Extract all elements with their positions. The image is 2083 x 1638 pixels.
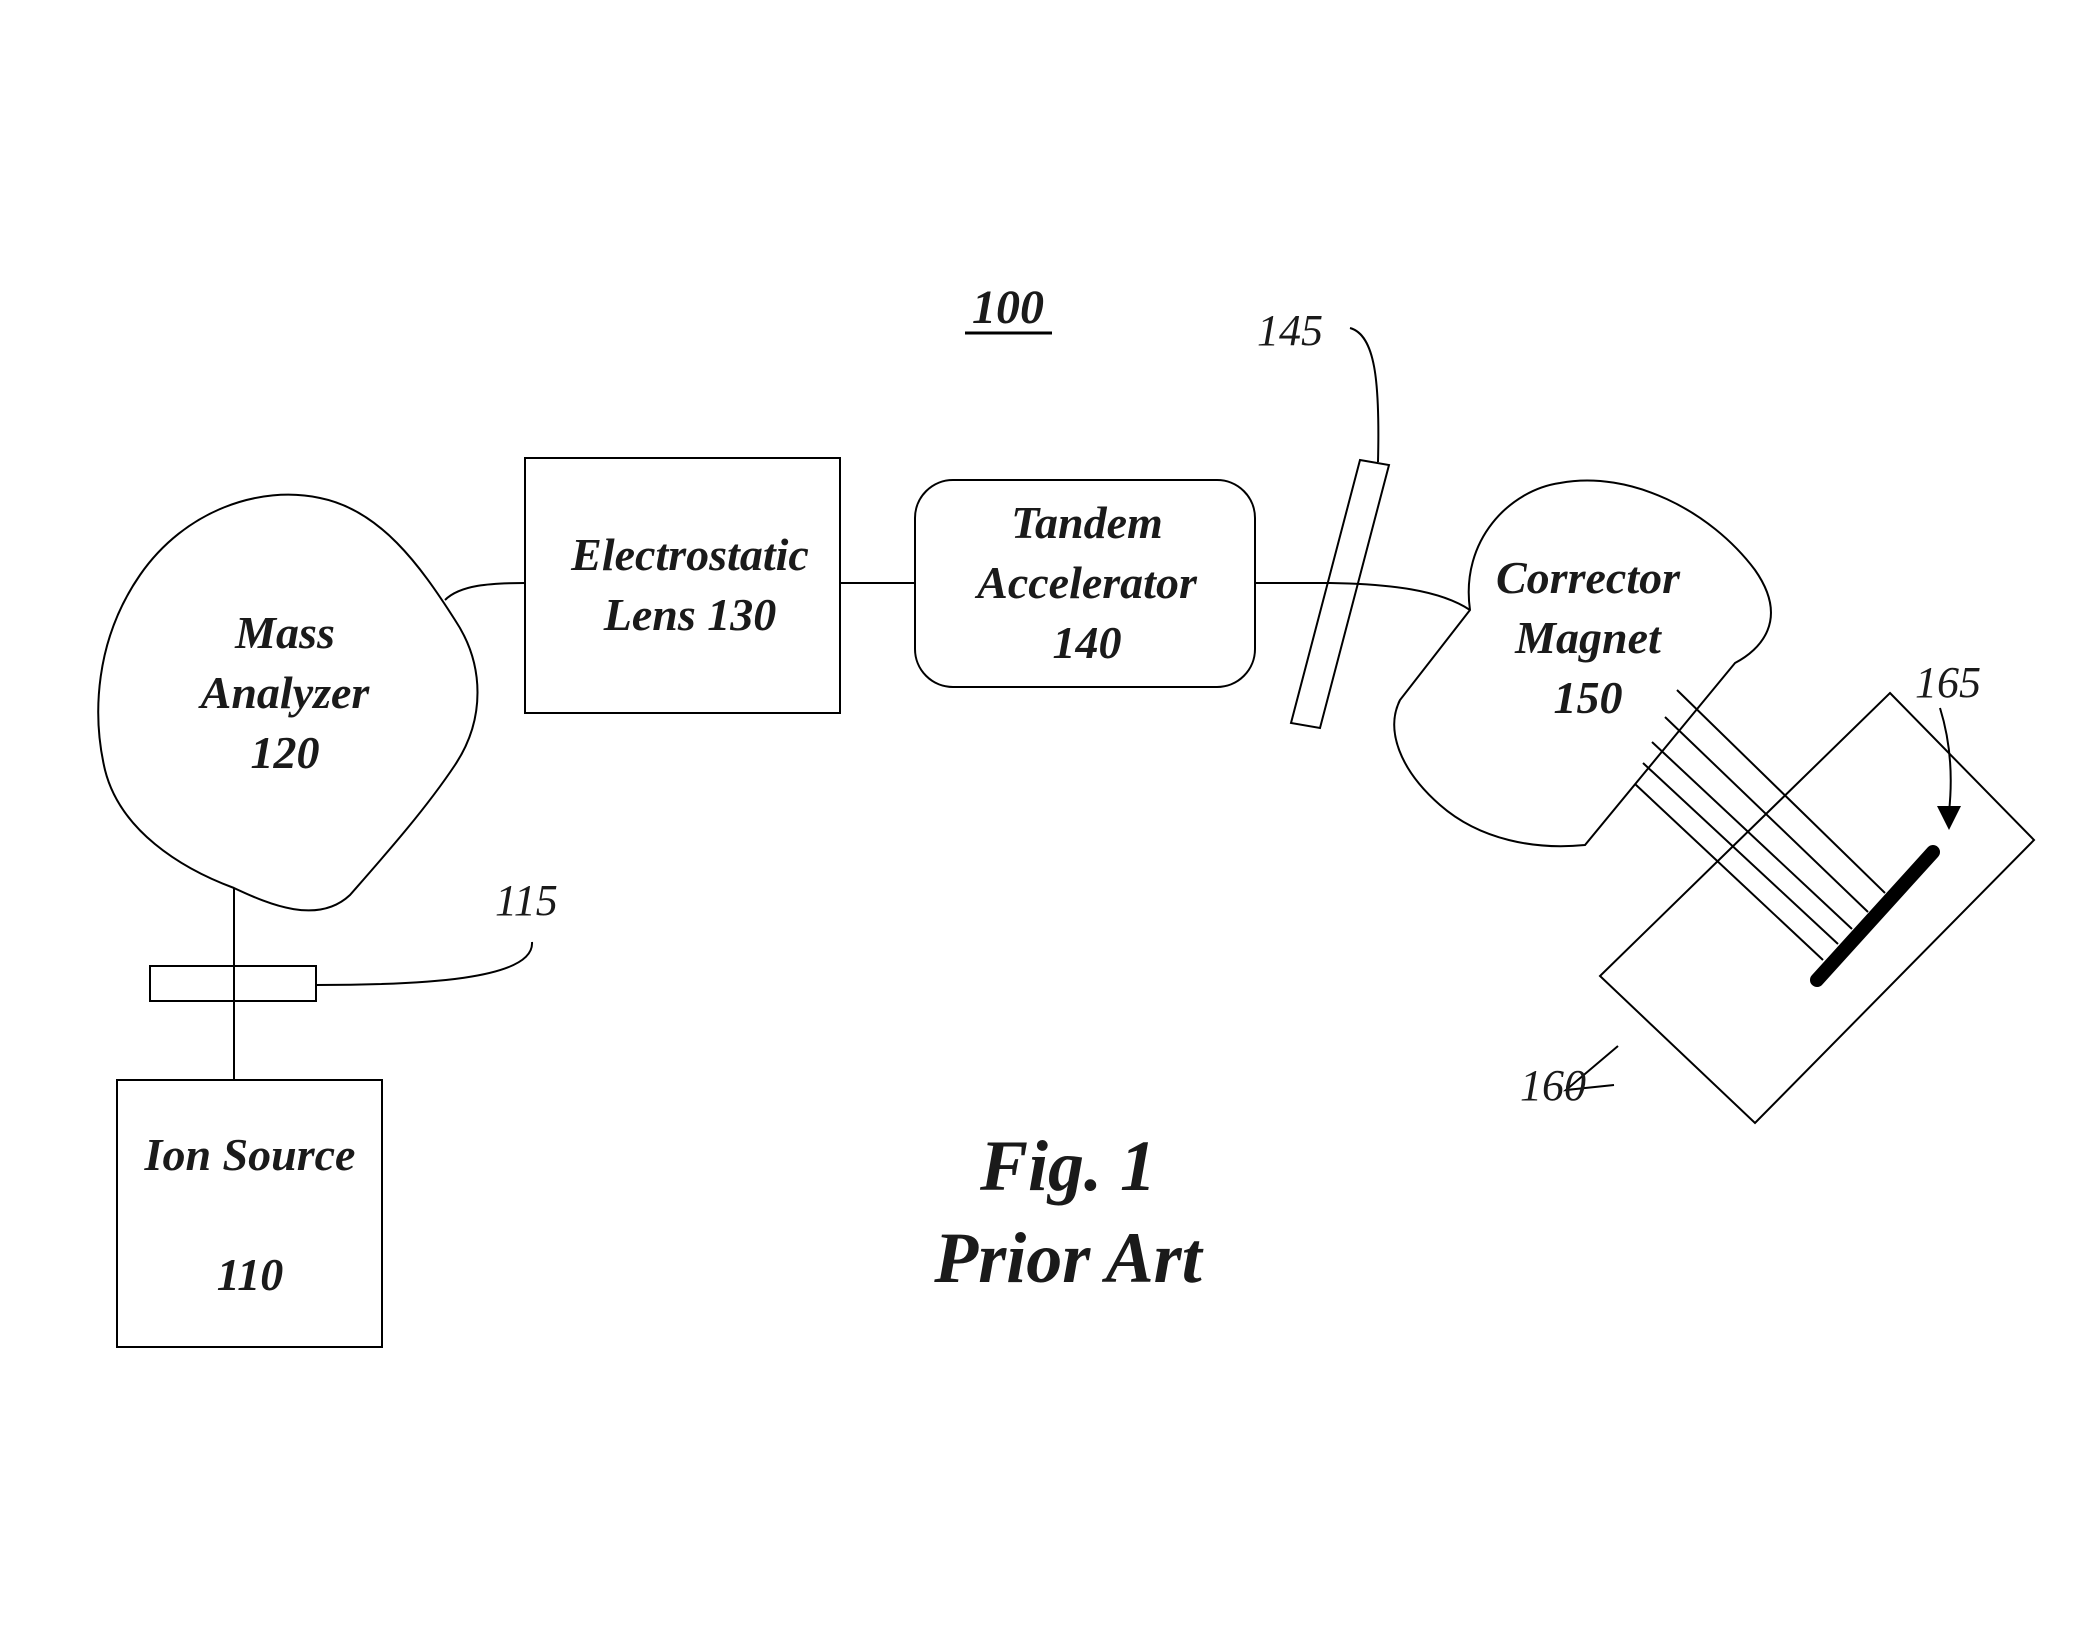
corrector-magnet-label-2: Magnet: [1514, 612, 1662, 663]
aperture-145: [1291, 460, 1389, 728]
figure-caption-2: Prior Art: [933, 1218, 1203, 1298]
ion-source-label: Ion Source: [144, 1129, 356, 1180]
figure-number: 100: [972, 281, 1044, 334]
aperture-145-leader: [1350, 328, 1378, 462]
mass-analyzer-label-1: Mass: [234, 607, 335, 658]
aperture-145-ref: 145: [1257, 306, 1323, 355]
corrector-magnet-label-3: 150: [1554, 672, 1623, 723]
ion-source-box: [117, 1080, 382, 1347]
beam-line-accelerator-to-magnet: [1255, 583, 1470, 610]
beam-ribbon-line-3: [1652, 742, 1852, 929]
workpiece-165-leader: [1940, 708, 1951, 812]
figure-caption-1: Fig. 1: [979, 1126, 1156, 1206]
tandem-accelerator-label-3: 140: [1053, 617, 1122, 668]
beam-ribbon-line-5: [1635, 784, 1823, 960]
electrostatic-lens-box: [525, 458, 840, 713]
aperture-115-leader: [316, 942, 532, 985]
ion-source-number: 110: [217, 1249, 283, 1300]
end-station-160: [1600, 693, 2034, 1123]
mass-analyzer-label-3: 120: [251, 727, 320, 778]
tandem-accelerator-label-1: Tandem: [1011, 497, 1163, 548]
corrector-magnet-outline: [1394, 481, 1771, 847]
workpiece-165-arrowhead: [1937, 806, 1961, 830]
end-station-160-ref: 160: [1520, 1061, 1586, 1110]
corrector-magnet-label-1: Corrector: [1496, 552, 1681, 603]
aperture-115-ref: 115: [495, 876, 558, 925]
electrostatic-lens-label-2: Lens 130: [603, 589, 777, 640]
electrostatic-lens-label-1: Electrostatic: [570, 529, 809, 580]
beam-line-analyzer-to-lens: [445, 583, 525, 600]
workpiece-165-ref: 165: [1915, 658, 1981, 707]
tandem-accelerator-label-2: Accelerator: [974, 557, 1198, 608]
mass-analyzer-label-2: Analyzer: [198, 667, 371, 718]
